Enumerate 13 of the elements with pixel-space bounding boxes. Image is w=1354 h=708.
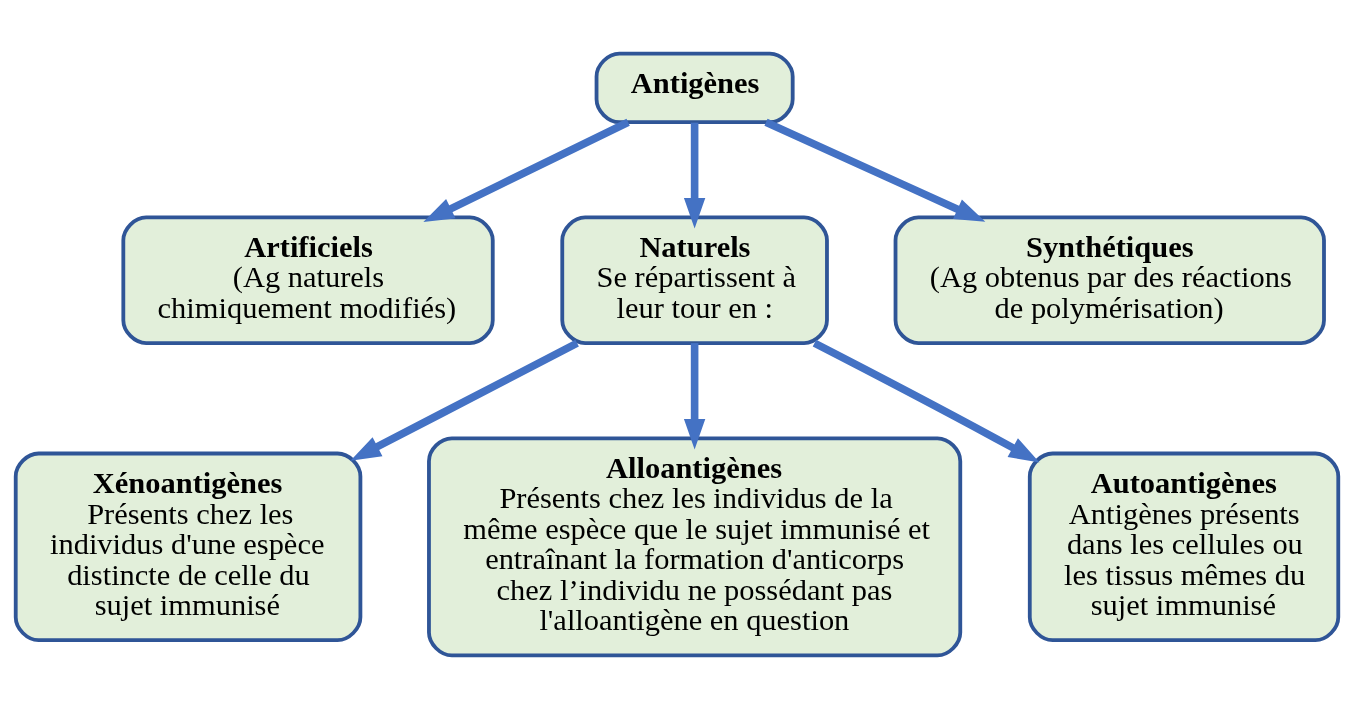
arrow — [683, 342, 706, 449]
node-box: Synthétiques (Ag obtenus par des réactions de polymérisation) — [893, 215, 1326, 345]
node-box: Alloantigènes Présents chez les individus de la même espèce que le sujet immunisé et entraînant la formation d'anticorps chez l’individu ne possédant pas l'alloantigène en question — [427, 435, 963, 657]
arrow — [812, 339, 1040, 462]
arrow — [423, 118, 630, 222]
arrow — [764, 118, 986, 222]
node-box: Artificiels (Ag naturels chimiquement modifiés) — [121, 215, 495, 345]
arrow — [683, 122, 706, 228]
node-box: Naturels Se répartissent à leur tour en : — [560, 215, 829, 345]
arrow — [350, 339, 579, 461]
node-box: Antigènes — [594, 51, 795, 124]
node-box: Autoantigènes Antigènes présents dans les cellules ou les tissus mêmes du sujet immunisé — [1027, 451, 1341, 642]
node-box: Xénoantigènes Présents chez les individus d'une espèce distincte de celle du sujet immunisé — [13, 451, 363, 642]
